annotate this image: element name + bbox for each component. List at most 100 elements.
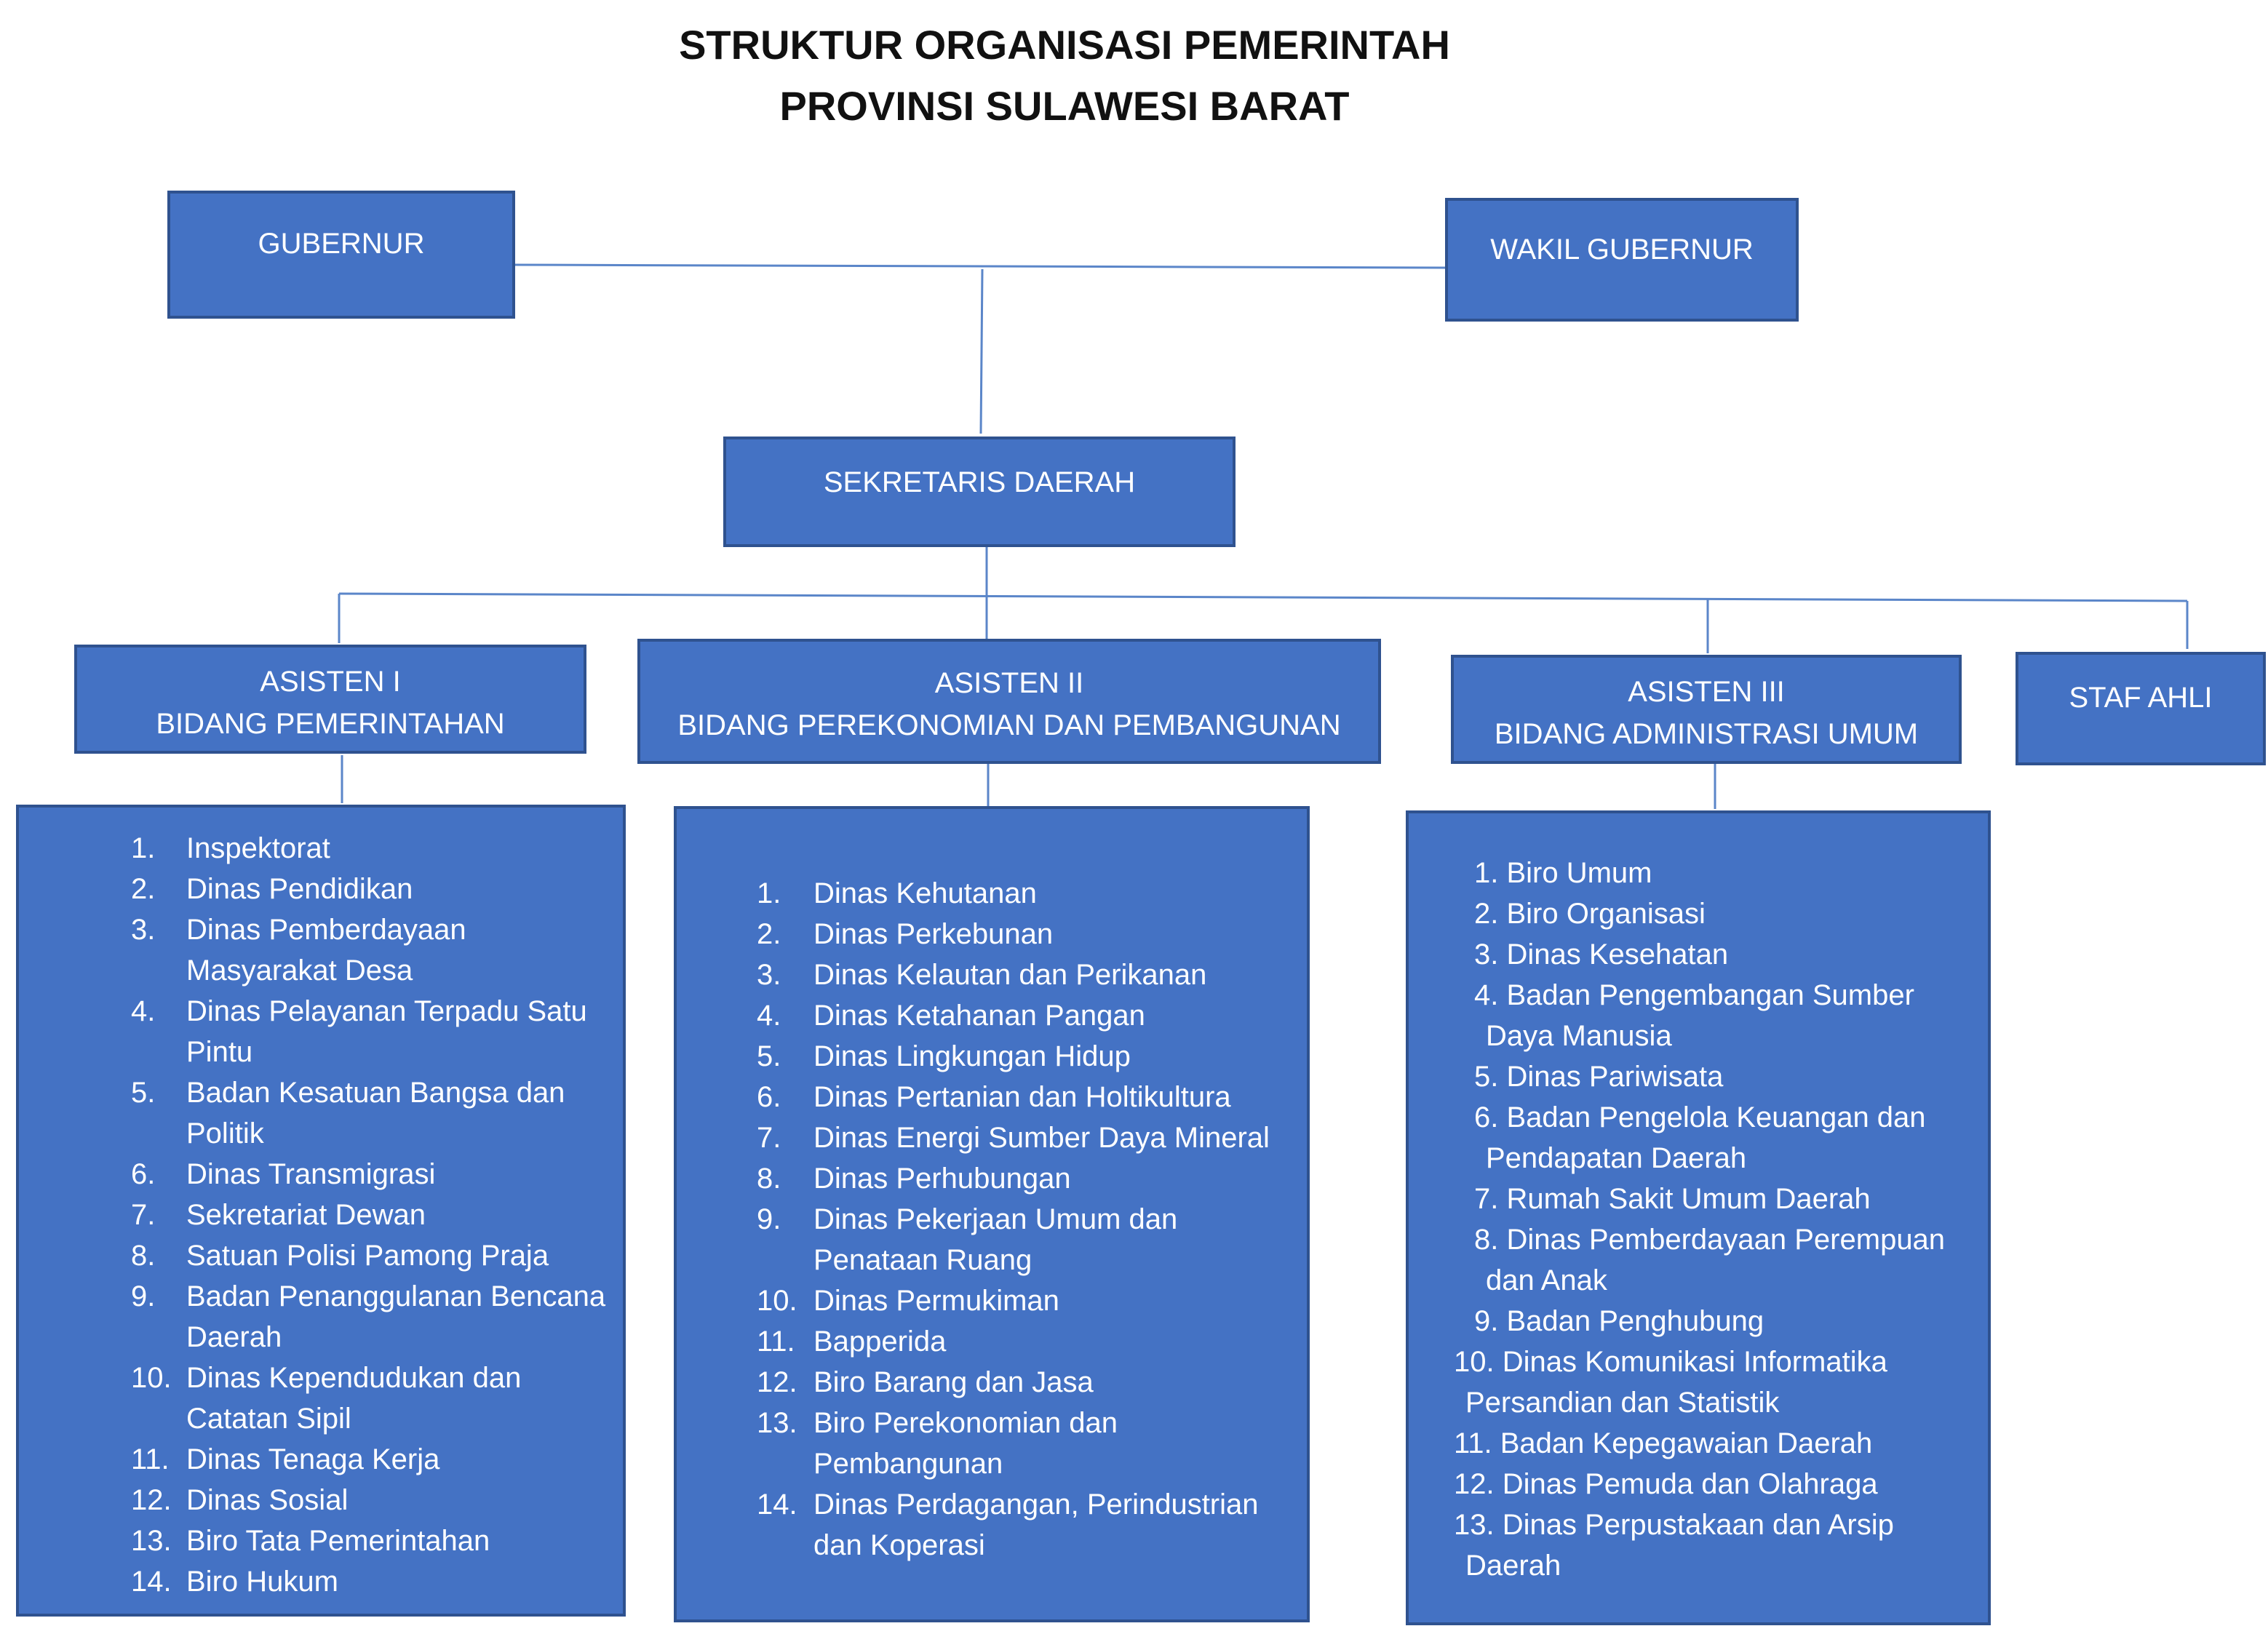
list-item-number: 9.	[757, 1203, 781, 1235]
list-item-label: Dinas Tenaga Kerja	[186, 1443, 440, 1475]
list-item-label: Dinas Perdagangan, Perindustrian dan Kop…	[813, 1488, 1259, 1561]
list-item-label: Dinas Kelautan dan Perikanan	[813, 959, 1207, 991]
list-item-number: 2.	[1474, 898, 1499, 930]
list-item-label: Dinas Perpustakaan dan Arsip	[1494, 1509, 1894, 1541]
sekretaris-daerah-box: SEKRETARIS DAERAH	[723, 437, 1236, 547]
list-item-label: Biro Hukum	[186, 1566, 338, 1598]
list-item-label: Inspektorat	[186, 832, 330, 864]
list-item-label: Satuan Polisi Pamong Praja	[186, 1240, 549, 1272]
asisten-2-box: ASISTEN II BIDANG PEREKONOMIAN DAN PEMBA…	[637, 639, 1381, 764]
list-item-number: 12.	[131, 1484, 172, 1516]
list-item-number: 8.	[757, 1163, 781, 1195]
list-item-number: 4.	[131, 995, 156, 1027]
list-item: 12. Biro Barang dan Jasa	[677, 1362, 1300, 1403]
list-item-number: 2.	[757, 918, 781, 950]
staf-ahli-label: STAF AHLI	[2069, 682, 2213, 714]
list-item-number: 10.	[131, 1362, 172, 1394]
list-item-label: Badan Penanggulanan Bencana Daerah	[186, 1280, 606, 1353]
list-item-label-continued: dan Anak	[1486, 1264, 1607, 1296]
list-item: 11. Badan Kepegawaian Daerah	[1409, 1423, 1981, 1464]
list-item-number: 13.	[757, 1407, 797, 1439]
list-item-number: 7.	[131, 1199, 156, 1231]
list-item-number: 8.	[1474, 1224, 1499, 1256]
list-item-number: 5.	[131, 1077, 156, 1109]
list-item-label: Sekretariat Dewan	[186, 1199, 426, 1231]
list-item-number: 12.	[757, 1366, 797, 1398]
list-item-label: Biro Tata Pemerintahan	[186, 1525, 490, 1557]
list-item-label: Badan Kepegawaian Daerah	[1492, 1427, 1873, 1459]
list-item: 11.Bapperida	[677, 1321, 1300, 1362]
asisten-1-box: ASISTEN I BIDANG PEMERINTAHAN	[74, 645, 586, 754]
list-item-label: Biro Organisasi	[1498, 898, 1706, 930]
list-item: 5.Badan Kesatuan Bangsa dan Politik	[19, 1072, 608, 1154]
list-item-label-continued: Pendapatan Daerah	[1486, 1142, 1747, 1174]
asisten-3-field: BIDANG ADMINISTRASI UMUM	[1494, 718, 1919, 750]
list-item-label: Dinas Kehutanan	[813, 877, 1037, 909]
list-item-label: Dinas Pemuda dan Olahraga	[1494, 1468, 1878, 1500]
list-item-label: Dinas Pekerjaan Umum dan Penataan Ruang	[813, 1203, 1178, 1276]
list-item-label: Dinas Lingkungan Hidup	[813, 1040, 1131, 1072]
list-item-number: 6.	[131, 1158, 156, 1190]
asisten-3-box: ASISTEN III BIDANG ADMINISTRASI UMUM	[1451, 655, 1962, 764]
list-item-label: Dinas Perkebunan	[813, 918, 1054, 950]
list-item: 1. Biro Umum	[1409, 853, 1981, 893]
list-item-number: 3.	[1474, 938, 1499, 971]
list-item-number: 13.	[131, 1525, 172, 1557]
list-item: 7. Sekretariat Dewan	[19, 1195, 608, 1235]
list-item-label-continued: Daya Manusia	[1486, 1020, 1672, 1052]
list-item: 4. Dinas Pelayanan Terpadu Satu Pintu	[19, 991, 608, 1072]
chart-title-line-1: STRUKTUR ORGANISASI PEMERINTAH	[679, 22, 1450, 68]
list-item-number: 10.	[757, 1285, 797, 1317]
wakil-gubernur-label: WAKIL GUBERNUR	[1490, 234, 1754, 266]
asisten-2-units-panel: 1. Dinas Kehutanan 2. Dinas Perkebunan 3.Din…	[674, 806, 1310, 1622]
list-item-number: 11.	[131, 1443, 170, 1475]
list-item-label: Dinas Pemberdayaan Perempuan	[1498, 1224, 1946, 1256]
list-item-label: Bapperida	[813, 1326, 947, 1358]
list-item-label: Dinas Pelayanan Terpadu Satu Pintu	[186, 995, 587, 1068]
list-item: 3.Dinas Kelautan dan Perikanan	[677, 955, 1300, 995]
list-item-label: Dinas Pendidikan	[186, 873, 413, 905]
list-item: 1.Inspektorat	[19, 828, 608, 869]
list-item: 5.Dinas Lingkungan Hidup	[677, 1036, 1300, 1077]
asisten-2-title: ASISTEN II	[934, 667, 1084, 699]
list-item: 10.Dinas Kependudukan dan Catatan Sipil	[19, 1358, 608, 1439]
list-item: 1. Dinas Kehutanan	[677, 873, 1300, 914]
list-item-label: Biro Perekonomian dan Pembangunan	[813, 1407, 1118, 1480]
list-item-number: 1.	[757, 877, 781, 909]
list-item: 7.Dinas Energi Sumber Daya Mineral	[677, 1117, 1300, 1158]
staf-ahli-box: STAF AHLI	[2016, 652, 2266, 765]
list-item-number: 6.	[1474, 1101, 1499, 1133]
list-item: 8. Dinas Pemberdayaan Perempuan dan Anak	[1409, 1219, 1981, 1301]
list-item-label-continued: Persandian dan Statistik	[1465, 1387, 1780, 1419]
list-item-label: Dinas Permukiman	[813, 1285, 1059, 1317]
list-item: 2. Biro Organisasi	[1409, 893, 1981, 934]
list-item: 9.Badan Penanggulanan Bencana Daerah	[19, 1276, 608, 1358]
connector-gubernur-wakil	[513, 263, 1447, 269]
list-item-label: Biro Barang dan Jasa	[813, 1366, 1094, 1398]
list-item: 12.Dinas Sosial	[19, 1480, 608, 1521]
list-item: 3. Dinas Kesehatan	[1409, 934, 1981, 975]
list-item: 6. Dinas Transmigrasi	[19, 1154, 608, 1195]
list-item-label: Dinas Ketahanan Pangan	[813, 1000, 1145, 1032]
list-item-label: Rumah Sakit Umum Daerah	[1498, 1183, 1871, 1215]
list-item: 6.Dinas Pertanian dan Holtikultura	[677, 1077, 1300, 1117]
asisten-3-title: ASISTEN III	[1628, 676, 1785, 708]
list-item: 12. Dinas Pemuda dan Olahraga	[1409, 1464, 1981, 1505]
list-item: 5. Dinas Pariwisata	[1409, 1056, 1981, 1097]
list-item-number: 2.	[131, 873, 156, 905]
list-item: 9. Dinas Pekerjaan Umum dan Penataan Ruan…	[677, 1199, 1300, 1280]
list-item: 8.Satuan Polisi Pamong Praja	[19, 1235, 608, 1276]
chart-title: STRUKTUR ORGANISASI PEMERINTAH PROVINSI …	[618, 15, 1511, 137]
list-item-label: Dinas Perhubungan	[813, 1163, 1071, 1195]
list-item-number: 14.	[757, 1488, 797, 1521]
list-item-label: Dinas Transmigrasi	[186, 1158, 436, 1190]
list-item-number: 1.	[1474, 857, 1499, 889]
